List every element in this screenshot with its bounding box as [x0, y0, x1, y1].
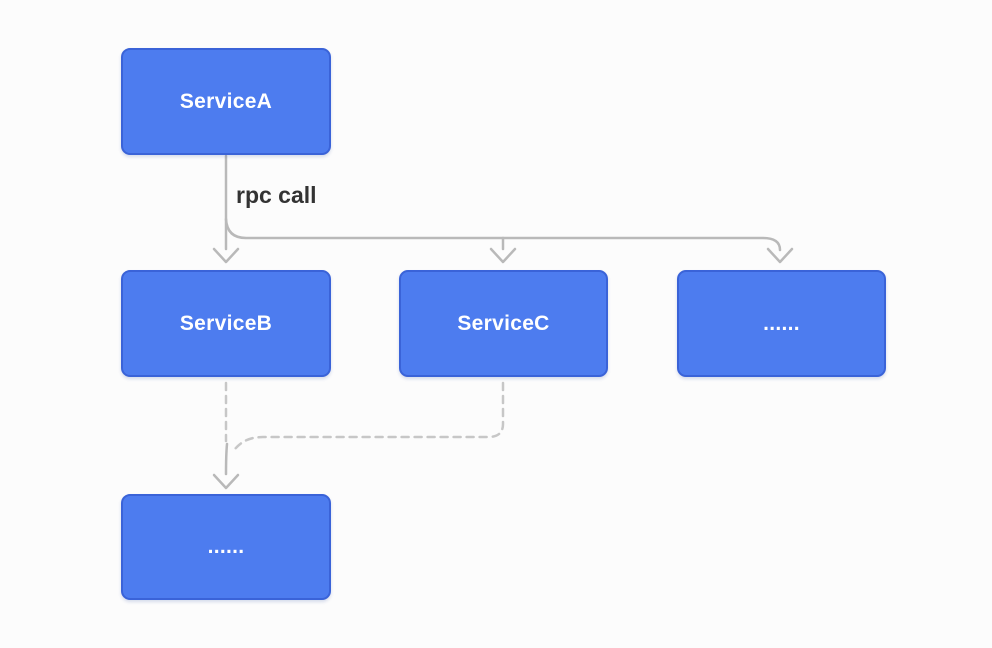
node-serviceb: ServiceB	[121, 270, 331, 377]
node-serviceb-label: ServiceB	[179, 311, 273, 335]
arrowhead-servicec	[489, 247, 517, 264]
node-servicea-label: ServiceA	[179, 89, 273, 113]
node-servicec-label: ServiceC	[457, 311, 550, 335]
node-more-right: ......	[677, 270, 886, 377]
edge-servicec-bottom-dashed	[233, 381, 505, 451]
node-servicec: ServiceC	[399, 270, 608, 377]
arrowhead-more-bottom	[212, 473, 240, 490]
node-servicea: ServiceA	[121, 48, 331, 155]
edge-servicea-branch-line	[224, 217, 782, 252]
node-more-right-label: ......	[763, 311, 800, 335]
edge-bottom-merge-tail	[224, 442, 229, 476]
node-more-bottom: ......	[121, 494, 331, 600]
edge-label-rpc-call: rpc call	[236, 182, 317, 208]
arrowhead-more-right	[766, 247, 794, 264]
arrowhead-serviceb	[212, 247, 240, 264]
node-more-bottom-label: ......	[207, 535, 245, 558]
